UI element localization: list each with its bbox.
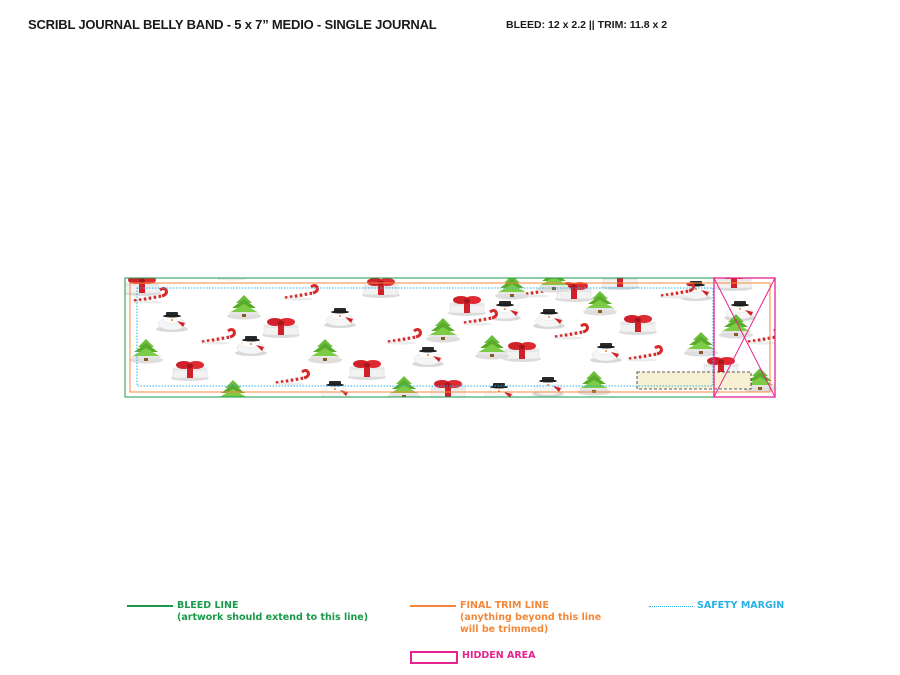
hidden-area: [713, 277, 776, 398]
belly-band-template: [124, 277, 776, 398]
gift-box-icon: [447, 295, 487, 317]
dimension-spec: BLEED: 12 x 2.2 || TRIM: 11.8 x 2: [506, 19, 668, 31]
belly-band-artwork: [124, 277, 776, 398]
legend-safety-label: SAFETY MARGIN: [697, 600, 785, 611]
label-box: [636, 371, 752, 390]
legend-bleed-label: BLEED LINE: [177, 600, 239, 611]
legend-hidden-label: HIDDEN AREA: [462, 650, 536, 661]
gift-box-icon: [502, 341, 542, 363]
legend-trim-note-1: (anything beyond this line: [460, 612, 602, 623]
legend-trim-note-2: will be trimmed): [460, 624, 549, 635]
trim-line-swatch: [410, 605, 456, 607]
safety-margin-swatch: [649, 606, 693, 607]
bleed-line-swatch: [127, 605, 173, 607]
gift-box-icon: [170, 360, 210, 382]
gift-box-icon: [261, 317, 301, 339]
hidden-area-swatch: [410, 651, 458, 664]
legend-bleed-note: (artwork should extend to this line): [177, 612, 369, 623]
gift-box-icon: [347, 359, 387, 381]
final-trim-line: [129, 282, 771, 393]
gift-box-icon: [428, 379, 468, 397]
safety-margin: [136, 287, 714, 387]
legend: BLEED LINE (artwork should extend to thi…: [0, 600, 900, 675]
gift-box-icon: [714, 278, 754, 292]
gift-box-icon: [618, 314, 658, 336]
page-title: SCRIBL JOURNAL BELLY BAND - 5 x 7” MEDIO…: [28, 17, 437, 32]
legend-trim-label: FINAL TRIM LINE: [460, 600, 549, 611]
